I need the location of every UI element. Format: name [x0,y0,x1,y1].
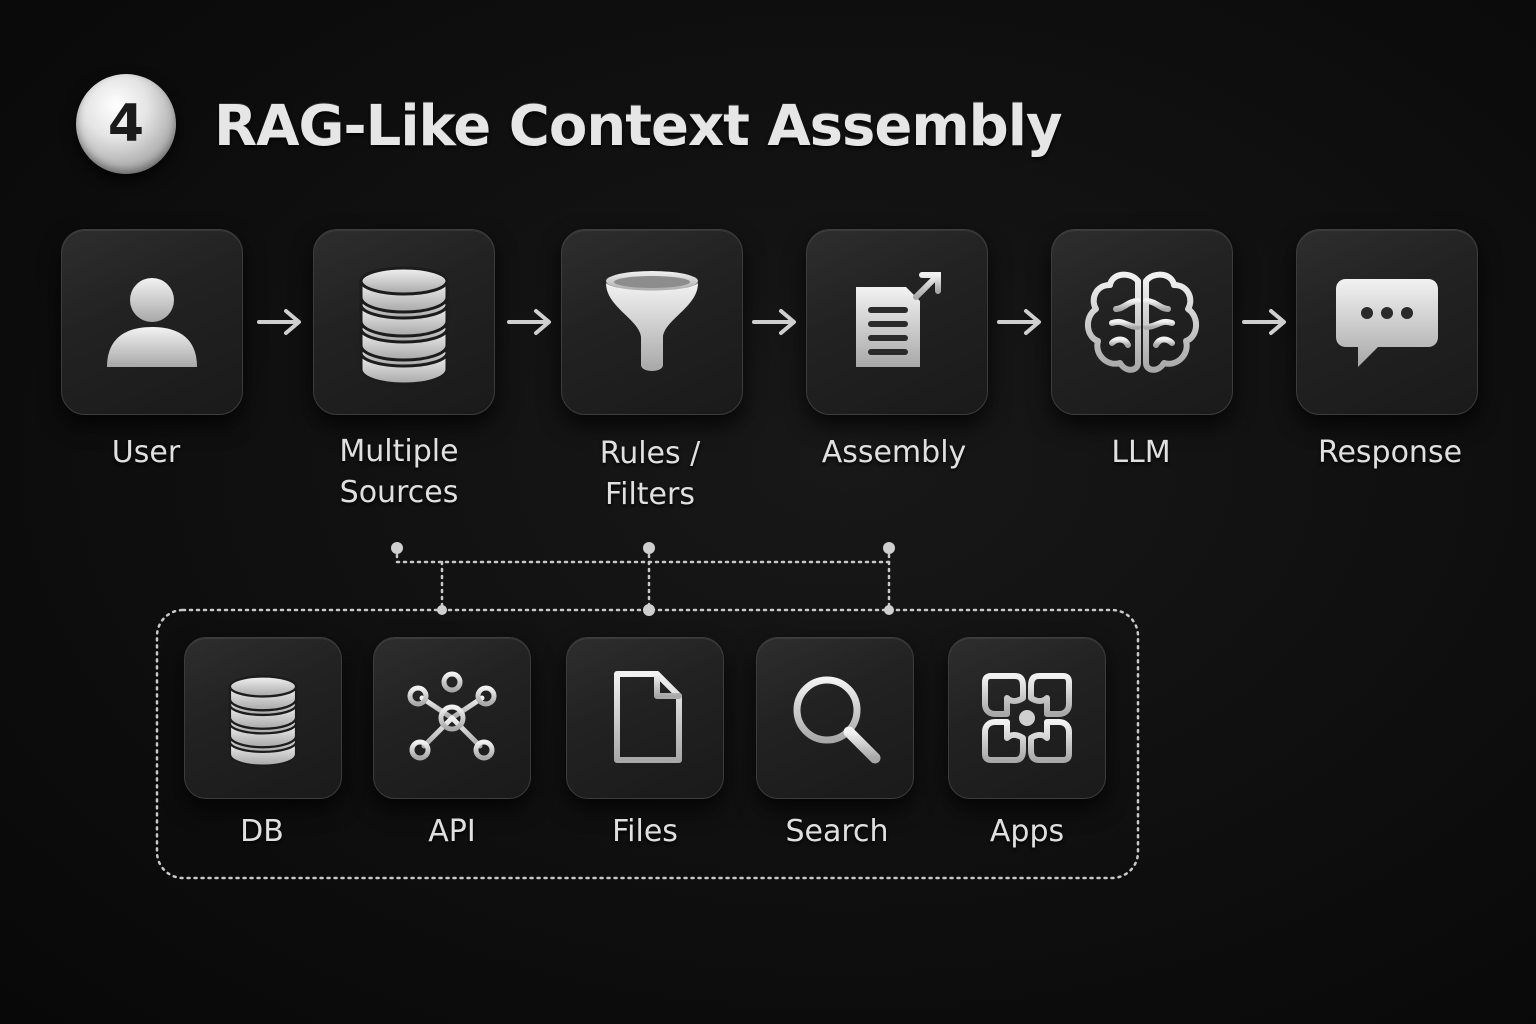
arrow-right-icon [997,309,1041,335]
apps-grid-icon [982,673,1072,763]
document-export-icon [856,272,941,367]
pipeline-step-response [1296,229,1478,415]
source-apps [948,637,1106,799]
connector-bus [395,546,891,564]
pipeline-step-rules-filters [561,229,743,415]
connector-dot [643,542,655,554]
connector-dot [883,542,895,554]
connector-dot [437,605,447,615]
source-label-apps: Apps [989,814,1065,849]
arrow-right-icon [752,309,796,335]
database-icon [359,266,449,386]
brain-icon [1085,271,1199,373]
pipeline-label-llm: LLM [1111,435,1171,470]
arrow-right-icon [507,309,551,335]
user-icon [107,278,197,367]
pipeline-label-response: Response [1317,435,1463,470]
pipeline-label-user: User [111,435,181,470]
source-db [184,637,342,799]
source-label-api: API [428,814,476,849]
source-label-search: Search [785,814,889,849]
pipeline-label-rules-filters: Rules / Filters [599,436,701,512]
connector-dot [884,605,894,615]
connector-dot [643,604,655,616]
source-api [373,637,531,799]
magnifier-icon [793,676,881,764]
pipeline-step-assembly [806,229,988,415]
step-number-badge: 4 [76,74,176,174]
source-label-files: Files [612,814,678,849]
funnel-icon [606,271,698,371]
file-icon [614,671,682,763]
pipeline-label-assembly: Assembly [821,435,967,470]
source-label-db: DB [240,814,284,849]
source-search [756,637,914,799]
page-title: RAG-Like Context Assembly [214,94,1062,159]
pipeline-step-multiple-sources [313,229,495,415]
database-icon [228,675,298,767]
network-nodes-icon [407,671,497,761]
arrow-right-icon [1242,309,1286,335]
chat-bubble-icon [1336,279,1438,367]
pipeline-step-llm [1051,229,1233,415]
source-files [566,637,724,799]
pipeline-label-sources: Multiple Sources [339,434,459,510]
pipeline-step-user [61,229,243,415]
connector-dot [391,542,403,554]
arrow-right-icon [257,309,301,335]
